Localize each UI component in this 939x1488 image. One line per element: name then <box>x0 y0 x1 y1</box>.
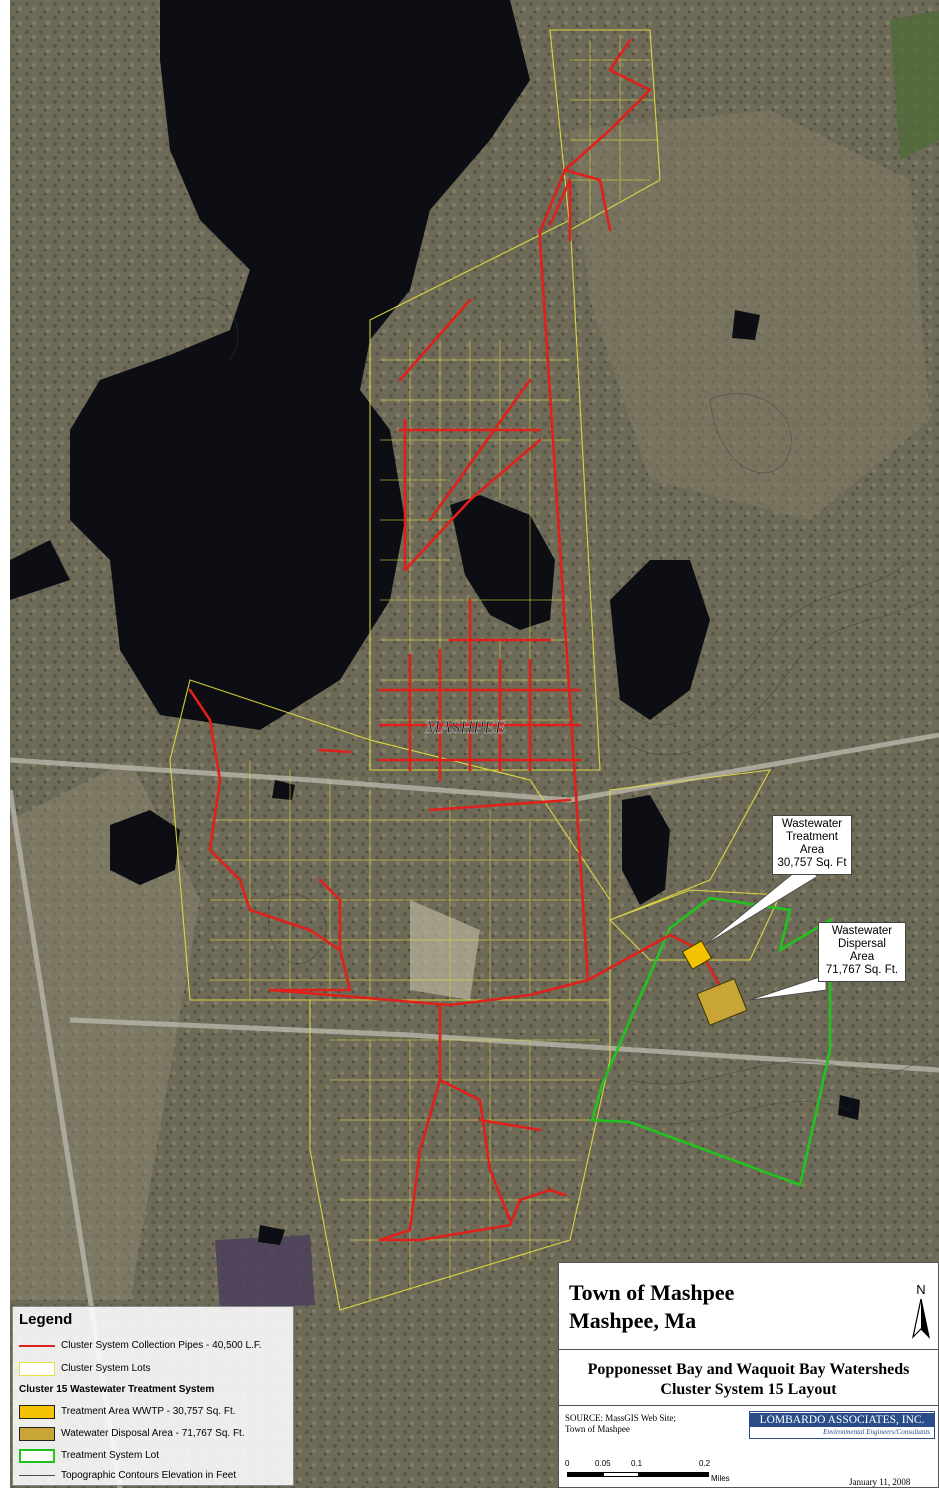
scale-tick: 0.2 <box>699 1459 711 1468</box>
treatment-area <box>681 940 713 970</box>
legend-title: Legend <box>19 1311 73 1328</box>
golf-green <box>890 10 939 160</box>
scale-tick: 0.05 <box>595 1459 611 1468</box>
treatment-swatch <box>19 1405 55 1419</box>
title-block: Town of Mashpee Mashpee, Ma N Popponesse… <box>558 1262 939 1488</box>
town-title: Town of Mashpee <box>569 1280 735 1305</box>
divider <box>559 1349 938 1350</box>
map-date: January 11, 2008 <box>849 1477 911 1487</box>
legend-item-disposal: Watewater Disposal Area - 71,767 Sq. Ft. <box>17 1425 293 1443</box>
legend-label: Cluster System Lots <box>61 1363 151 1374</box>
legend-label: Treatment System Lot <box>61 1450 159 1461</box>
place-title: Mashpee, Ma <box>569 1308 697 1333</box>
callout-line: Treatment <box>786 831 838 843</box>
north-label: N <box>916 1282 925 1297</box>
legend-label: Treatment Area WWTP - 30,757 Sq. Ft. <box>61 1406 236 1417</box>
disposal-swatch <box>19 1427 55 1441</box>
water-bodies <box>10 0 860 1245</box>
callout-line: Wastewater <box>831 925 893 937</box>
terrain-patch <box>410 900 480 1000</box>
project-title-line1: Popponesset Bay and Waquoit Bay Watershe… <box>587 1361 910 1378</box>
legend-item-lots: Cluster System Lots <box>17 1360 293 1378</box>
legend-subheading: Cluster 15 Wastewater Treatment System <box>19 1384 215 1395</box>
bog <box>215 1235 315 1310</box>
collection-pipes <box>188 38 724 1242</box>
legend: Legend Cluster System Collection Pipes -… <box>12 1306 294 1486</box>
cluster-lots <box>169 29 781 1311</box>
terrain-patch <box>10 760 200 1300</box>
legend-item-system-lot: Treatment System Lot <box>17 1447 293 1465</box>
source-note: SOURCE: MassGIS Web Site; Town of Mashpe… <box>565 1413 715 1435</box>
legend-item-pipes: Cluster System Collection Pipes - 40,500… <box>17 1337 293 1355</box>
callout-line: 71,767 Sq. Ft. <box>825 964 899 976</box>
disposal-area-callout: Wastewater Dispersal Area 71,767 Sq. Ft. <box>818 922 906 982</box>
callout-line: Area <box>849 951 875 963</box>
scale-segment <box>567 1472 603 1477</box>
legend-label: Topographic Contours Elevation in Feet <box>61 1470 237 1481</box>
lot-swatch <box>19 1362 55 1376</box>
disposal-area <box>696 978 748 1026</box>
scale-tick: 0.1 <box>631 1459 643 1468</box>
firm-logo: LOMBARDO ASSOCIATES, INC. Environmental … <box>749 1411 935 1439</box>
firm-subtitle: Environmental Engineers/Consultants <box>823 1428 930 1436</box>
callout-pointer <box>749 974 827 1001</box>
pipe-swatch <box>19 1345 55 1347</box>
contour-swatch <box>19 1475 55 1476</box>
legend-label: Cluster System Collection Pipes - 40,500… <box>61 1340 262 1351</box>
source-line: SOURCE: MassGIS Web Site; <box>565 1413 676 1423</box>
callout-line: Area <box>799 844 825 856</box>
legend-label: Watewater Disposal Area - 71,767 Sq. Ft. <box>61 1428 245 1439</box>
callout-line: Wastewater <box>781 818 843 830</box>
scale-segment <box>639 1472 709 1477</box>
aerial-map[interactable]: MASHPEE <box>10 0 939 1488</box>
firm-name: LOMBARDO ASSOCIATES, INC. <box>750 1413 934 1427</box>
project-title-line2: Cluster System 15 Layout <box>660 1381 837 1398</box>
legend-item-treatment: Treatment Area WWTP - 30,757 Sq. Ft. <box>17 1403 293 1421</box>
place-label: MASHPEE <box>424 717 506 737</box>
callout-line: 30,757 Sq. Ft <box>777 857 847 869</box>
north-arrow-icon: N <box>911 1282 931 1339</box>
legend-item-contours: Topographic Contours Elevation in Feet <box>17 1467 293 1485</box>
callout-line: Dispersal <box>838 938 886 950</box>
divider <box>559 1405 938 1406</box>
system-lot-swatch <box>19 1449 55 1463</box>
source-line: Town of Mashpee <box>565 1424 630 1434</box>
scale-segment <box>603 1472 639 1477</box>
treatment-area-callout: Wastewater Treatment Area 30,757 Sq. Ft <box>772 815 852 875</box>
scale-tick: 0 <box>565 1459 570 1468</box>
scale-unit: Miles <box>711 1474 730 1483</box>
scale-bar: 0 0.05 0.1 0.2 Miles <box>565 1459 765 1487</box>
